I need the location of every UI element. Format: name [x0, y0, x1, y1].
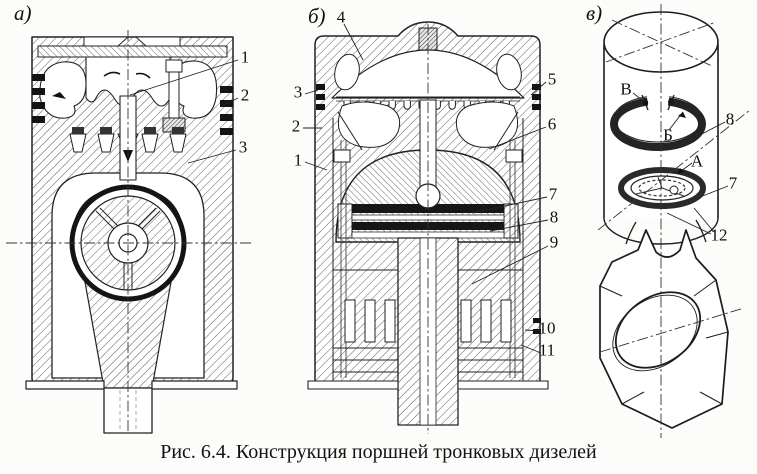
callout-b-9: 9	[549, 232, 559, 252]
callout-v-12: 12	[710, 225, 728, 245]
callout-a-1: 1	[240, 47, 250, 67]
panel-b-leader-lines	[303, 23, 549, 354]
callout-a-2: 2	[240, 85, 250, 105]
panel-a-label: а)	[14, 1, 32, 25]
panel-b-label: б)	[308, 4, 326, 28]
pin-spokes	[95, 207, 161, 289]
panel-v-leader-lines	[632, 92, 729, 235]
ring-grooves-b	[316, 84, 541, 334]
callout-v-8: 8	[725, 109, 735, 129]
panel-b-drawing	[303, 21, 549, 434]
panel-v-drawing	[597, 4, 751, 438]
callout-v-B-cyr: В	[620, 79, 632, 99]
callout-b-6: 6	[547, 114, 557, 134]
callout-b-5: 5	[547, 69, 557, 89]
callout-b-2: 2	[291, 116, 301, 136]
callout-a-3: 3	[238, 137, 248, 157]
callout-v-7: 7	[728, 173, 738, 193]
skirt-ribs	[344, 299, 512, 343]
panel-a-leader-lines	[129, 59, 239, 164]
callout-b-10: 10	[538, 318, 556, 338]
callout-v-A-cyr: А	[690, 151, 704, 171]
callout-b-7: 7	[548, 184, 558, 204]
panel-a-drawing	[6, 30, 252, 434]
callout-b-8: 8	[549, 207, 559, 227]
bearing-ring	[618, 167, 706, 209]
callout-b-1: 1	[293, 150, 303, 170]
figure-caption: Рис. 6.4. Конструкция поршней тронковых …	[160, 441, 597, 463]
callout-b-3: 3	[293, 82, 303, 102]
piston-diagrams	[6, 4, 751, 438]
panel-v-label: в)	[586, 1, 603, 25]
axis-lines-v	[597, 4, 751, 438]
callout-v-Be-cyr: Б	[663, 125, 673, 145]
callout-b-4: 4	[336, 7, 346, 27]
callout-b-11: 11	[538, 340, 556, 360]
rod-body	[599, 229, 729, 429]
